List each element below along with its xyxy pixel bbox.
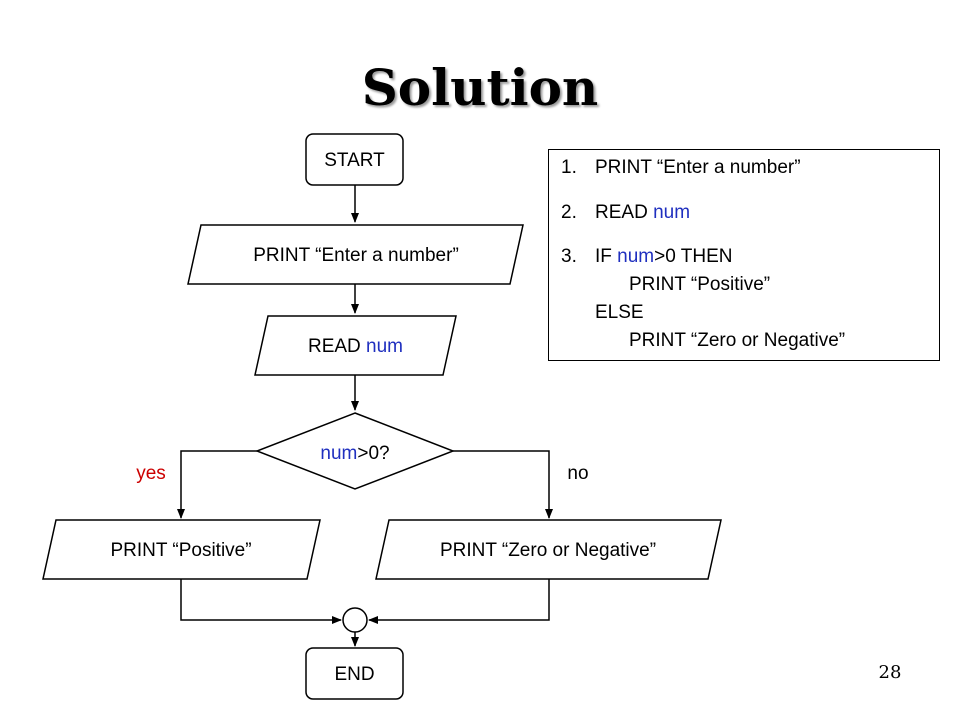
line-keyword: READ [595,202,648,223]
start-label: START [324,150,385,171]
slide-title: Solution [361,58,599,117]
read-label: READ num [308,336,403,357]
decision-diamond [254,412,456,490]
pseudocode-line-3: 3. IF num>0 THEN [561,246,732,268]
merge-line-left [180,579,342,624]
pseudocode-line-2: 2. READ num [561,202,690,224]
pseudocode-line-6: PRINT “Zero or Negative” [629,330,846,351]
print-negative-label: PRINT “Zero or Negative” [440,540,656,561]
line-condition: >0 THEN [654,246,733,267]
line-variable: num [653,202,691,223]
read-keyword: READ [308,336,361,357]
print-positive-shape [42,519,321,580]
line-number: 2. [561,202,577,223]
pseudocode-line-5: ELSE [595,302,644,323]
read-variable: num [366,336,403,357]
pseudocode-line-4: PRINT “Positive” [629,274,771,295]
line-text: PRINT “Enter a number” [595,157,801,178]
read-shape [254,315,457,376]
no-branch-line [453,450,553,519]
merge-connector [342,607,368,633]
print-prompt-label: PRINT “Enter a number” [253,245,459,266]
line-number: 3. [561,246,577,267]
end-label: END [334,664,374,685]
line-variable: num [617,246,655,267]
decision-condition: >0? [357,443,389,464]
print-negative-shape [375,519,722,580]
pseudocode-line-1: 1. PRINT “Enter a number” [561,157,801,179]
page-number: 28 [878,662,902,683]
merge-line-right [368,579,550,624]
decision-variable: num [320,443,357,464]
no-label: no [567,463,588,484]
line-number: 1. [561,157,577,178]
print-positive-label: PRINT “Positive” [110,540,251,561]
pseudocode-box: 1. PRINT “Enter a number” 2. READ num 3. IF… [548,149,940,361]
end-box [305,647,404,700]
yes-label: yes [136,463,166,484]
print-prompt-shape [187,224,524,285]
line-keyword: IF [595,246,612,267]
yes-branch-line [177,450,257,519]
decision-label: num>0? [320,443,389,464]
